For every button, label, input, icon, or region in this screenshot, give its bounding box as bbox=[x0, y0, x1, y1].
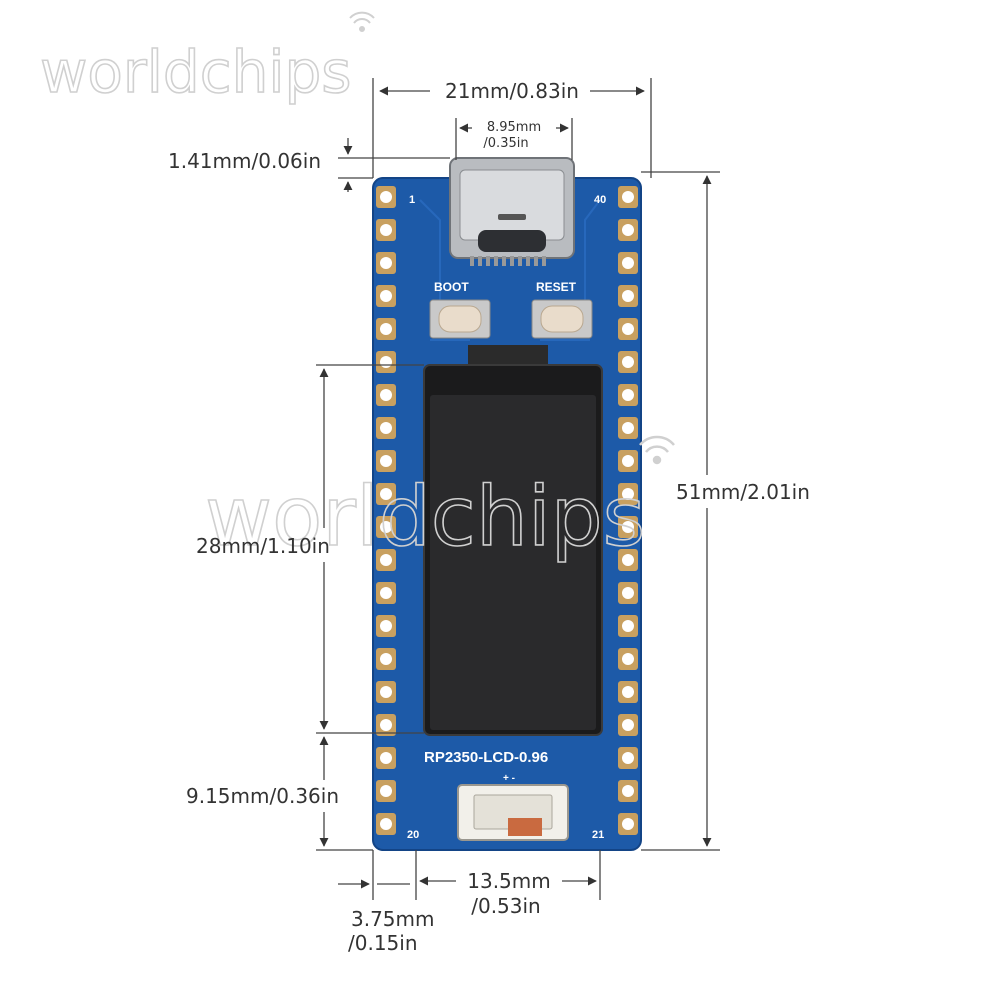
pin-hole bbox=[380, 752, 392, 764]
svg-text:worldchips: worldchips bbox=[205, 470, 645, 565]
pin-hole bbox=[380, 686, 392, 698]
wifi-icon bbox=[349, 11, 375, 32]
pin-hole bbox=[380, 290, 392, 302]
usb-c-connector bbox=[449, 157, 575, 266]
pin-hole bbox=[380, 488, 392, 500]
reset-button[interactable] bbox=[531, 299, 593, 339]
pin-hole bbox=[380, 191, 392, 203]
pin-hole bbox=[380, 785, 392, 797]
pin-hole bbox=[380, 257, 392, 269]
pin-hole bbox=[380, 356, 392, 368]
pin-hole bbox=[622, 389, 634, 401]
pin-hole bbox=[622, 455, 634, 467]
dimension-lines bbox=[316, 78, 720, 900]
usb-width-label-line1: 8.95mm bbox=[487, 120, 541, 135]
board-length-label: 51mm/2.01in bbox=[676, 480, 810, 504]
pin-hole bbox=[622, 785, 634, 797]
usb-width-label-line2: /0.35in bbox=[483, 136, 528, 151]
watermark-center: worldchips bbox=[204, 435, 675, 566]
pin-hole bbox=[380, 587, 392, 599]
connector-spacing-label-line1: 13.5mm bbox=[467, 869, 551, 893]
pin-hole bbox=[622, 422, 634, 434]
pin-label-1: 1 bbox=[409, 194, 415, 206]
pin-hole bbox=[380, 455, 392, 467]
pin-hole bbox=[622, 818, 634, 830]
wifi-icon bbox=[639, 435, 675, 465]
jst-connector: + - bbox=[457, 773, 569, 841]
pin-hole bbox=[622, 719, 634, 731]
pin-hole bbox=[622, 653, 634, 665]
edge-offset-label-line2: /0.15in bbox=[348, 931, 418, 955]
pin-hole bbox=[622, 257, 634, 269]
pin-hole bbox=[622, 752, 634, 764]
svg-text:worldchips: worldchips bbox=[40, 38, 352, 106]
pin-hole bbox=[622, 488, 634, 500]
watermark-top: worldchips bbox=[39, 11, 375, 107]
connector-spacing-label-line2: /0.53in bbox=[471, 894, 541, 918]
pin-hole bbox=[622, 554, 634, 566]
pin-hole bbox=[380, 554, 392, 566]
pin-hole bbox=[380, 422, 392, 434]
pin-hole bbox=[380, 323, 392, 335]
board-model-label: RP2350-LCD-0.96 bbox=[424, 749, 548, 766]
pin-label-20: 20 bbox=[407, 829, 419, 841]
pin-hole bbox=[380, 653, 392, 665]
reset-label: RESET bbox=[536, 280, 577, 294]
pin-label-21: 21 bbox=[592, 829, 604, 841]
usb-offset-label: 1.41mm/0.06in bbox=[168, 149, 321, 173]
pin-hole bbox=[622, 686, 634, 698]
edge-offset-label-line1: 3.75mm bbox=[351, 907, 435, 931]
pin-hole bbox=[380, 521, 392, 533]
pin-hole bbox=[380, 224, 392, 236]
svg-text:+ -: + - bbox=[503, 773, 515, 784]
pin-hole bbox=[622, 224, 634, 236]
pin-hole bbox=[622, 323, 634, 335]
connector-offset-label: 9.15mm/0.36in bbox=[186, 784, 339, 808]
boot-button[interactable] bbox=[429, 299, 491, 339]
lcd-screen bbox=[423, 345, 603, 736]
pin-hole bbox=[380, 389, 392, 401]
pin-header-left bbox=[376, 186, 396, 835]
pin-hole bbox=[622, 620, 634, 632]
pin-hole bbox=[622, 191, 634, 203]
pin-hole bbox=[380, 719, 392, 731]
pin-hole bbox=[622, 290, 634, 302]
pin-hole bbox=[622, 521, 634, 533]
pin-hole bbox=[380, 818, 392, 830]
board-width-label: 21mm/0.83in bbox=[445, 79, 579, 103]
screen-height-label: 28mm/1.10in bbox=[196, 534, 330, 558]
pin-label-40: 40 bbox=[594, 194, 606, 206]
pin-hole bbox=[622, 587, 634, 599]
pin-header-right bbox=[618, 186, 638, 835]
boot-label: BOOT bbox=[434, 280, 469, 294]
pin-hole bbox=[622, 356, 634, 368]
pin-hole bbox=[380, 620, 392, 632]
